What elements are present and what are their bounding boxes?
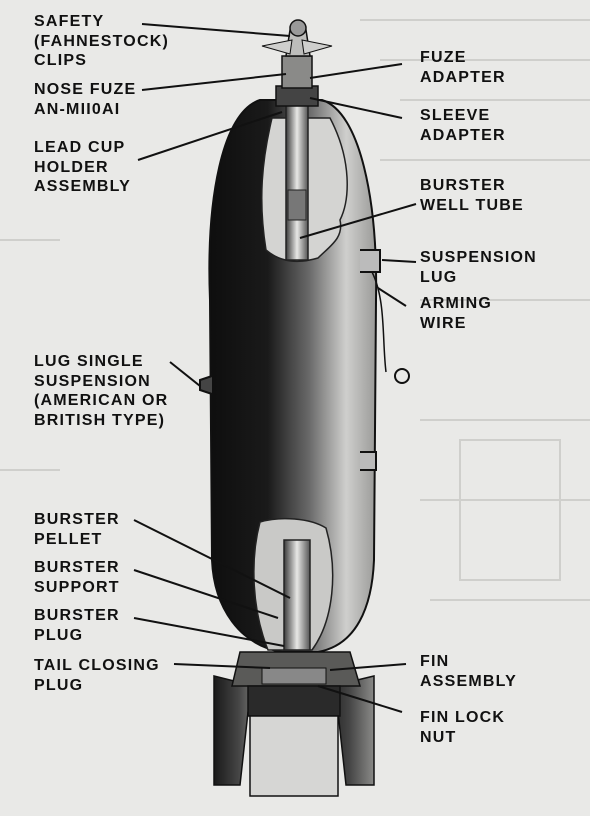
label-burster-support: BURSTER SUPPORT [34,559,120,596]
label-arming-wire: ARMING WIRE [420,295,493,332]
label-safety-clips: SAFETY (FAHNESTOCK) CLIPS [34,13,169,69]
nose-fuze-drawing [261,19,333,107]
label-tail-closing-plug: TAIL CLOSING PLUG [34,657,160,694]
fin-assembly-drawing [213,651,375,797]
label-fuze-adapter: FUZE ADAPTER [420,49,506,86]
background-text-lines [0,19,590,601]
label-lead-cup-holder: LEAD CUP HOLDER ASSEMBLY [34,139,132,195]
label-suspension-lug: SUSPENSION LUG [420,249,537,286]
label-burster-plug: BURSTER PLUG [34,607,120,644]
label-burster-pellet: BURSTER PELLET [34,511,120,548]
arming-wire-ring [394,368,410,384]
arming-wire-drawing [371,271,387,373]
label-fin-lock-nut: FIN LOCK NUT [420,709,506,746]
label-burster-well-tube: BURSTER WELL TUBE [420,177,524,214]
leader-lines [133,23,417,713]
label-lug-single-suspension: LUG SINGLE SUSPENSION (AMERICAN OR BRITI… [34,353,169,429]
suspension-lug-drawing [199,249,381,471]
label-nose-fuze: NOSE FUZE AN-MII0AI [34,81,137,118]
label-fin-assembly: FIN ASSEMBLY [420,653,518,690]
label-sleeve-adapter: SLEEVE ADAPTER [420,107,506,144]
